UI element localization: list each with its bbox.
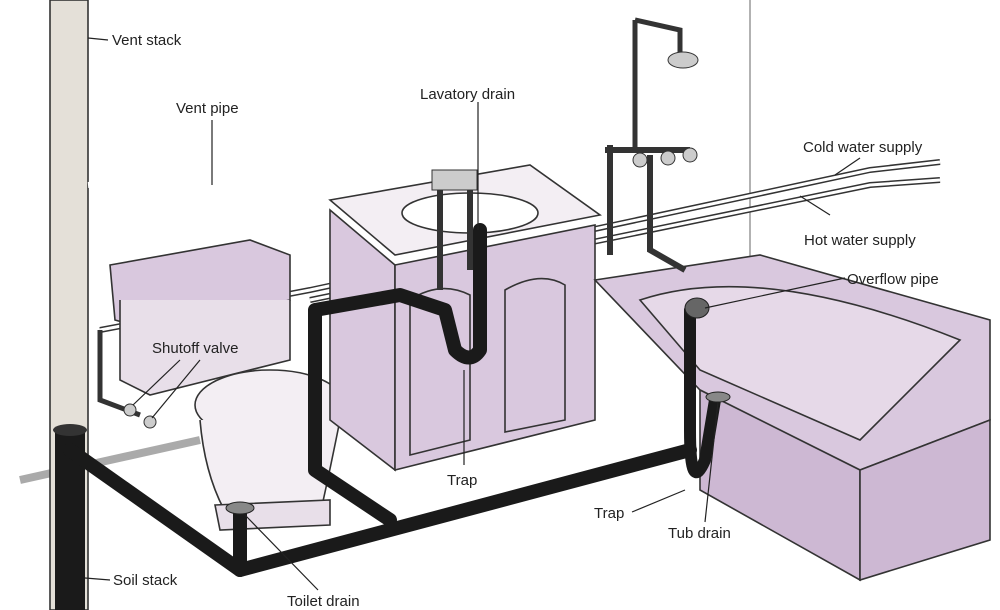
label-trap-tub: Trap — [594, 489, 686, 522]
label-lavatory-drain: Lavatory drain — [420, 86, 515, 230]
label-vent-stack: Vent stack — [87, 32, 182, 49]
toilet — [109, 239, 346, 531]
vent-pipe — [87, 164, 313, 300]
svg-text:Overflow pipe: Overflow pipe — [847, 271, 939, 288]
vanity-cabinet — [328, 164, 602, 472]
label-tub-drain: Tub drain — [668, 401, 731, 542]
label-toilet-drain: Toilet drain — [244, 514, 360, 610]
svg-text:Tub drain: Tub drain — [668, 525, 731, 542]
drain-pipes — [63, 223, 731, 577]
label-cold-water-supply: Cold water supply — [803, 139, 923, 176]
label-vent-pipe: Vent pipe — [176, 100, 239, 185]
svg-text:Toilet drain: Toilet drain — [287, 593, 360, 610]
svg-text:Vent stack: Vent stack — [112, 32, 182, 49]
label-shutoff-valve: Shutoff valve — [132, 340, 238, 419]
svg-text:Lavatory drain: Lavatory drain — [420, 86, 515, 103]
label-hot-water-supply: Hot water supply — [799, 195, 916, 249]
label-soil-stack: Soil stack — [84, 572, 178, 589]
lavatory-faucet — [431, 169, 478, 290]
svg-text:Soil stack: Soil stack — [113, 572, 178, 589]
label-overflow-pipe: Overflow pipe — [704, 271, 939, 309]
svg-text:Hot water supply: Hot water supply — [804, 232, 916, 249]
svg-text:Trap: Trap — [447, 472, 477, 489]
svg-text:Cold water supply: Cold water supply — [803, 139, 923, 156]
bathtub — [593, 254, 991, 582]
shower-head-and-faucet — [605, 17, 699, 273]
svg-text:Trap: Trap — [594, 505, 624, 522]
shutoff-valves — [123, 403, 157, 429]
svg-text:Vent pipe: Vent pipe — [176, 100, 239, 117]
label-trap-lavatory: Trap — [447, 370, 477, 489]
svg-text:Shutoff valve: Shutoff valve — [152, 340, 238, 357]
